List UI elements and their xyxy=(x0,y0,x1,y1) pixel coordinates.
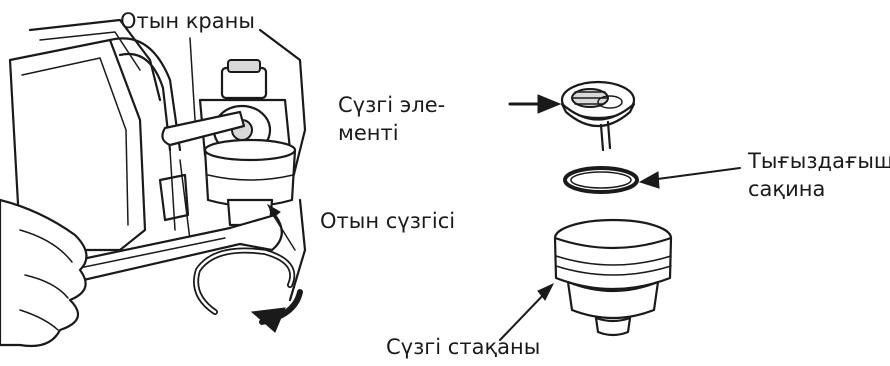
filter-cup-label: Сүзгі стақаны xyxy=(386,335,541,359)
fuel-valve-label: Отын краны xyxy=(120,9,255,33)
arrow-to-filter-element xyxy=(508,94,562,114)
arrow-to-sealing-ring xyxy=(638,167,741,189)
engine-assembly-illustration xyxy=(0,18,307,348)
sealing-ring-illustration xyxy=(563,166,639,194)
filter-element-illustration xyxy=(560,80,636,152)
fuel-filter-label: Отын сүзгісі xyxy=(320,209,456,233)
filter-cup-illustration xyxy=(553,218,673,337)
sealing-ring-label-line2: сақина xyxy=(748,177,826,201)
sealing-ring-label-line1: Тығыздағыш xyxy=(748,149,890,173)
arrow-to-filter-cup xyxy=(499,282,555,341)
filter-element-label-line2: менті xyxy=(338,121,399,145)
filter-element-label-line1: Сүзгі эле- xyxy=(338,93,446,117)
